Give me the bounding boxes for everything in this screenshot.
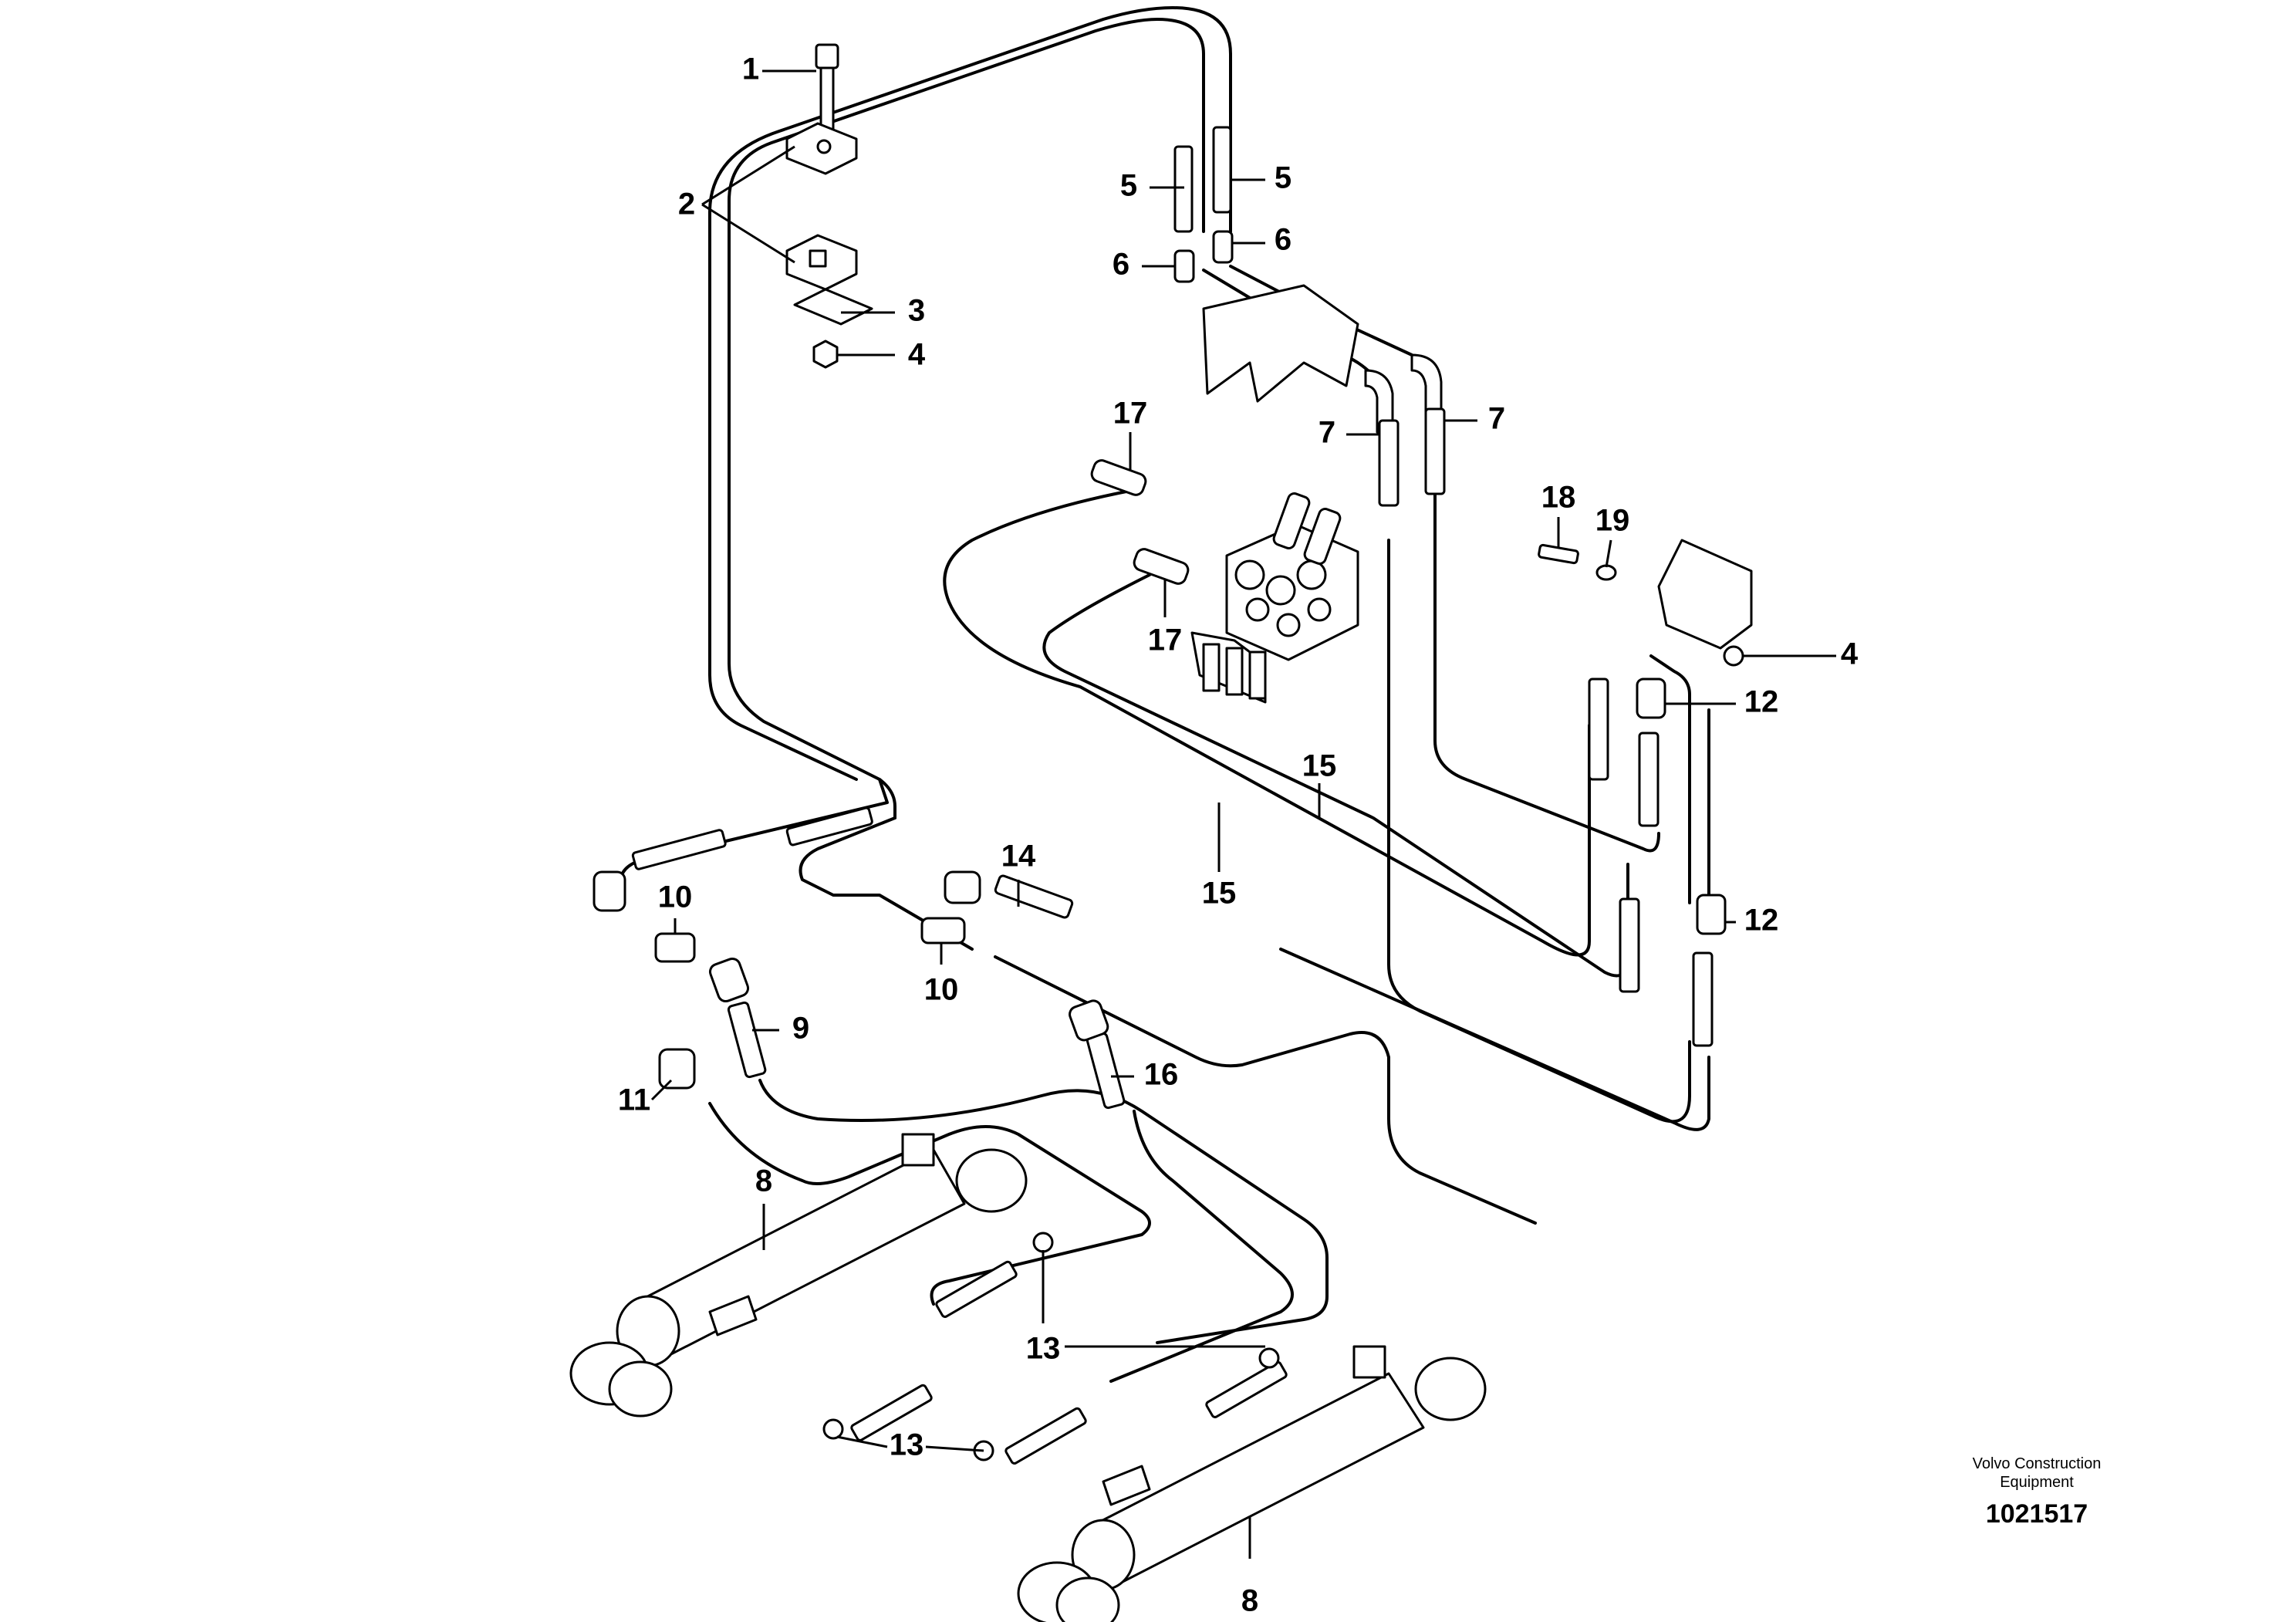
callout-1: 1 (742, 52, 759, 86)
callout-18: 18 (1541, 481, 1576, 515)
clamp-2-lower (785, 234, 858, 291)
pipe-to-valve-12 (1649, 654, 1691, 904)
callout-2: 2 (678, 188, 695, 221)
nut-4 (812, 340, 839, 369)
drawing-number: 1021517 (1985, 1499, 2088, 1529)
clamp-2-upper (785, 122, 858, 175)
fitting-13-a (1032, 1232, 1054, 1253)
callout-8-upper: 8 (755, 1164, 772, 1198)
callout-19: 19 (1595, 504, 1630, 538)
callout-17-upper: 17 (1113, 397, 1148, 431)
hose-13-a (935, 1260, 1018, 1318)
hose-12-c (1619, 897, 1640, 993)
cylinder-8-left (569, 1133, 1028, 1418)
callout-12-lower: 12 (1744, 904, 1779, 938)
bolt-1 (815, 43, 839, 139)
callout-13-lower: 13 (890, 1428, 924, 1462)
hose-7-right (1424, 407, 1446, 495)
pipe-lower-loop-c (1109, 1110, 1294, 1383)
pipe-upper-loop-b (708, 6, 1232, 781)
callout-13-upper: 13 (1026, 1332, 1061, 1366)
hose-13-d (1205, 1360, 1288, 1418)
callout-8-lower: 8 (1241, 1584, 1258, 1618)
pipe-right-long-d (1433, 477, 1660, 853)
hose-12-a (1588, 678, 1609, 781)
pipe-right-long-c (1387, 539, 1691, 1124)
elbow-11 (658, 1048, 696, 1090)
callout-6-left: 6 (1113, 248, 1129, 282)
hose-12-b (1638, 732, 1660, 827)
bracket (1202, 284, 1359, 403)
valve-block (1657, 539, 1753, 650)
fitting-13-d (1258, 1347, 1280, 1369)
pipe-lower-loop-b (708, 1102, 1151, 1306)
callout-15-left: 15 (1202, 877, 1237, 911)
callout-10-left: 10 (658, 880, 693, 914)
hose-left-top (631, 829, 727, 870)
elbow-7-right (1410, 353, 1443, 418)
tee-12-upper (1636, 678, 1666, 719)
hose-13-b (850, 1384, 933, 1441)
elbow-16 (1069, 999, 1109, 1042)
tee-10-center (920, 917, 966, 944)
callout-10-center: 10 (924, 973, 959, 1007)
elbow-9 (708, 957, 750, 1003)
callout-17-lower: 17 (1148, 623, 1183, 657)
callout-9: 9 (792, 1012, 809, 1046)
callout-4-right: 4 (1841, 637, 1859, 671)
pipe-loop-15-outer (943, 488, 1591, 957)
hose-5-left (1173, 145, 1194, 233)
tee-12-lower (1696, 894, 1727, 935)
leader-lines (650, 69, 1836, 1559)
hose-12-d (1692, 951, 1714, 1047)
bolt-18 (1538, 543, 1579, 565)
brand-line-2: Equipment (2000, 1474, 2074, 1491)
hose-7-left (1378, 419, 1400, 507)
pipe-right-long-a (994, 955, 1537, 1225)
control-valve (1190, 492, 1359, 704)
adapter-6-left (1173, 249, 1195, 283)
pipe-right-long-b (1279, 948, 1710, 1131)
callout-15-right: 15 (1302, 749, 1337, 783)
fitting-17-upper (1090, 459, 1147, 496)
callouts: 1 2 3 4 5 5 6 6 7 7 17 17 18 19 4 12 12 … (618, 52, 1859, 1618)
hose-5-right (1212, 126, 1232, 214)
callout-6-right: 6 (1275, 223, 1292, 257)
elbow-7-left (1364, 369, 1394, 434)
nut-4-right (1723, 645, 1744, 667)
tee-10-left (654, 932, 696, 963)
fitting-17-lower (1133, 548, 1190, 585)
fitting-13-b (822, 1418, 844, 1440)
elbow-left-10 (593, 870, 626, 912)
callout-11: 11 (618, 1083, 650, 1117)
brand-block: Volvo Construction Equipment 1021517 (1882, 1455, 2191, 1529)
parts (569, 43, 1753, 1622)
callout-7-left: 7 (1319, 416, 1335, 450)
callout-5-left: 5 (1120, 169, 1137, 203)
plate-3 (793, 288, 873, 326)
brand-line-1: Volvo Construction (1972, 1455, 2102, 1472)
hose-14 (994, 874, 1074, 919)
hose-9 (727, 1001, 767, 1079)
pipe-network (619, 6, 1710, 1383)
callout-3: 3 (908, 294, 925, 328)
washer-19 (1595, 564, 1617, 581)
callout-12-upper: 12 (1744, 685, 1779, 719)
callout-16: 16 (1144, 1058, 1179, 1092)
hose-13-c (1004, 1407, 1087, 1465)
pipe-center-branch (799, 816, 974, 951)
callout-5-right: 5 (1275, 161, 1292, 195)
pipe-lower-loop-a (758, 1079, 1329, 1344)
adapter-6-right (1212, 230, 1234, 264)
callout-7-right: 7 (1488, 402, 1505, 436)
hose-center-top (785, 806, 873, 846)
cylinder-8-right (1017, 1345, 1487, 1622)
callout-14: 14 (1001, 840, 1036, 874)
hose-16 (1086, 1032, 1126, 1110)
pipe-left-branch (619, 778, 889, 889)
callout-4: 4 (908, 338, 926, 372)
elbow-14 (944, 870, 981, 904)
